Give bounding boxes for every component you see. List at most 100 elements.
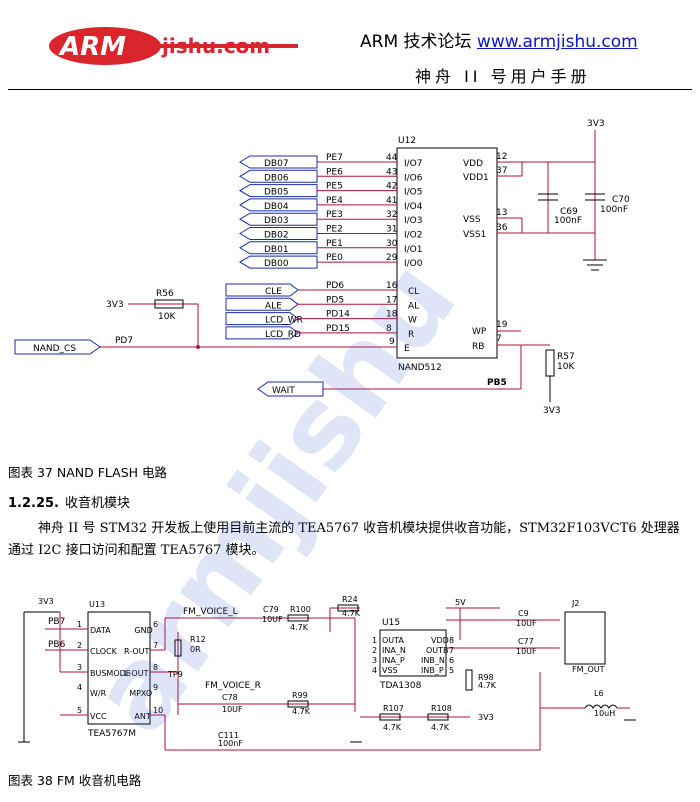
nand-pin-e-name: E [404,344,410,354]
r57-value: 10K [557,362,575,372]
power-pin-number: 12 [496,152,507,162]
tea-left-pin-number: 3 [77,663,82,672]
header-subtitle: 神舟 II 号用户手册 [415,67,591,86]
r12-value: 0R [190,645,201,654]
tea-left-pin-number: 1 [77,620,82,629]
r99-value: 4.7K [292,707,311,716]
ctrl-net: PD5 [326,295,344,305]
u15-right-pin-name: INB_P [421,666,444,675]
ctrl-pin-number: 8 [386,324,392,334]
u15-ref: U15 [382,618,400,628]
section-number: 1.2.25. [8,496,59,511]
u15-left-pin-name: OUTA [382,636,404,645]
nand-rb-pin: 7 [496,334,502,344]
c79-ref: C79 [263,605,279,614]
caption-figure-38: 图表 38 FM 收音机电路 [8,773,142,788]
tea-right-pin-number: 10 [153,706,163,715]
u15-right-pin-number: 6 [449,656,454,665]
r108-ref: R108 [431,704,452,713]
tea-name: TEA5767M [87,729,136,739]
db-label: DB04 [264,202,289,212]
u15-right-pin-number: 8 [449,636,454,645]
u15-left-pin-number: 4 [372,666,377,675]
r100-ref: R100 [290,605,311,614]
nand-rb-name: RB [472,342,484,352]
ctrl-port [225,312,299,326]
power-pin-name: VSS1 [463,230,486,240]
r57-ref: R57 [557,352,575,362]
svg-text:jishu.com: jishu.com [161,34,270,58]
nand-pd7-label: PD7 [115,336,133,346]
tea-ref: U13 [89,600,105,609]
power-pin-number: 13 [496,208,507,218]
pe-label: PE4 [326,196,343,206]
l6-value: 10uH [594,709,615,718]
pe-label: PE0 [326,253,343,263]
ctrl-port [225,297,299,311]
svg-text:ARM: ARM [58,32,126,62]
r24-ref: R24 [342,595,358,604]
tea-right-pin-number: 7 [153,641,158,650]
tea-right-pin-number: 6 [153,620,158,629]
r107-ref: R107 [383,704,404,713]
r12-ref: R12 [190,635,206,644]
ctrl-label: ALE [265,301,282,311]
power-pin-name: VSS [463,215,481,225]
section-paragraph: 神舟 II 号 STM32 开发板上使用目前主流的 TEA5767 收音机模块提… [8,521,680,558]
ctrl-pin-number: 16 [386,281,398,291]
db-label: DB00 [264,259,289,269]
tea-right-pin-name: MPXO [129,689,152,698]
fm-pb7: PB7 [48,617,65,627]
ctrl-port [225,283,299,297]
nand-pin-e-num: 9 [389,337,395,347]
tea-left-pin-name: W/R [90,689,107,698]
power-pin-name: VDD [463,159,483,169]
db-label: DB02 [264,231,289,241]
io-pin-name: I/O6 [404,173,423,183]
u15-left-pin-name: VSS [382,666,398,675]
nand-chip-ref: U12 [398,136,416,146]
r57-3v3: 3V3 [543,406,561,416]
io-pin-number: 29 [386,253,398,263]
u15-right-pin-name: VDD [431,636,449,645]
nand-wp-name: WP [472,327,487,337]
section-title: 收音机模块 [65,496,131,511]
ctrl-pin-name: R [408,330,414,340]
c9-value: 10UF [516,619,537,628]
nand-pb5-label: PB5 [487,378,507,388]
ctrl-pin-name: AL [408,301,419,311]
header-url-link[interactable]: www.armjishu.com [476,32,638,52]
ctrl-label: LCD_WR [265,316,303,326]
io-pin-number: 32 [386,210,397,220]
power-pin-number: 37 [496,166,507,176]
io-pin-name: I/O3 [404,216,423,226]
power-pin-number: 36 [496,223,508,233]
ctrl-net: PD6 [326,281,344,291]
u15-left-pin-number: 3 [372,656,377,665]
io-pin-number: 43 [386,167,397,177]
db-label: DB06 [264,173,289,183]
c69-value: 100nF [554,216,582,226]
fm-5v: 5V [455,598,466,607]
header-title: ARM 技术论坛 www.armjishu.com [360,27,638,52]
tea-right-pin-name: ANT [134,712,150,721]
u15-right-pin-number: 5 [449,666,454,675]
ctrl-port [225,326,299,340]
ctrl-pin-number: 17 [386,295,397,305]
io-pin-name: I/O2 [404,231,423,241]
tea-left-pin-name: VCC [90,712,107,721]
u15-right-pin-number: 7 [449,646,454,655]
tea-right-pin-number: 9 [153,683,158,692]
tea-left-pin-number: 4 [77,683,82,692]
u15-left-pin-name: INA_N [382,646,406,655]
fm-3v3-b: 3V3 [478,713,494,722]
c77-ref: C77 [518,637,534,646]
tea-right-pin-name: R-OUT [124,647,149,656]
r100-value: 4.7K [290,623,309,632]
db-label: DB07 [264,159,289,169]
nand-cs-label: NAND_CS [33,344,76,354]
